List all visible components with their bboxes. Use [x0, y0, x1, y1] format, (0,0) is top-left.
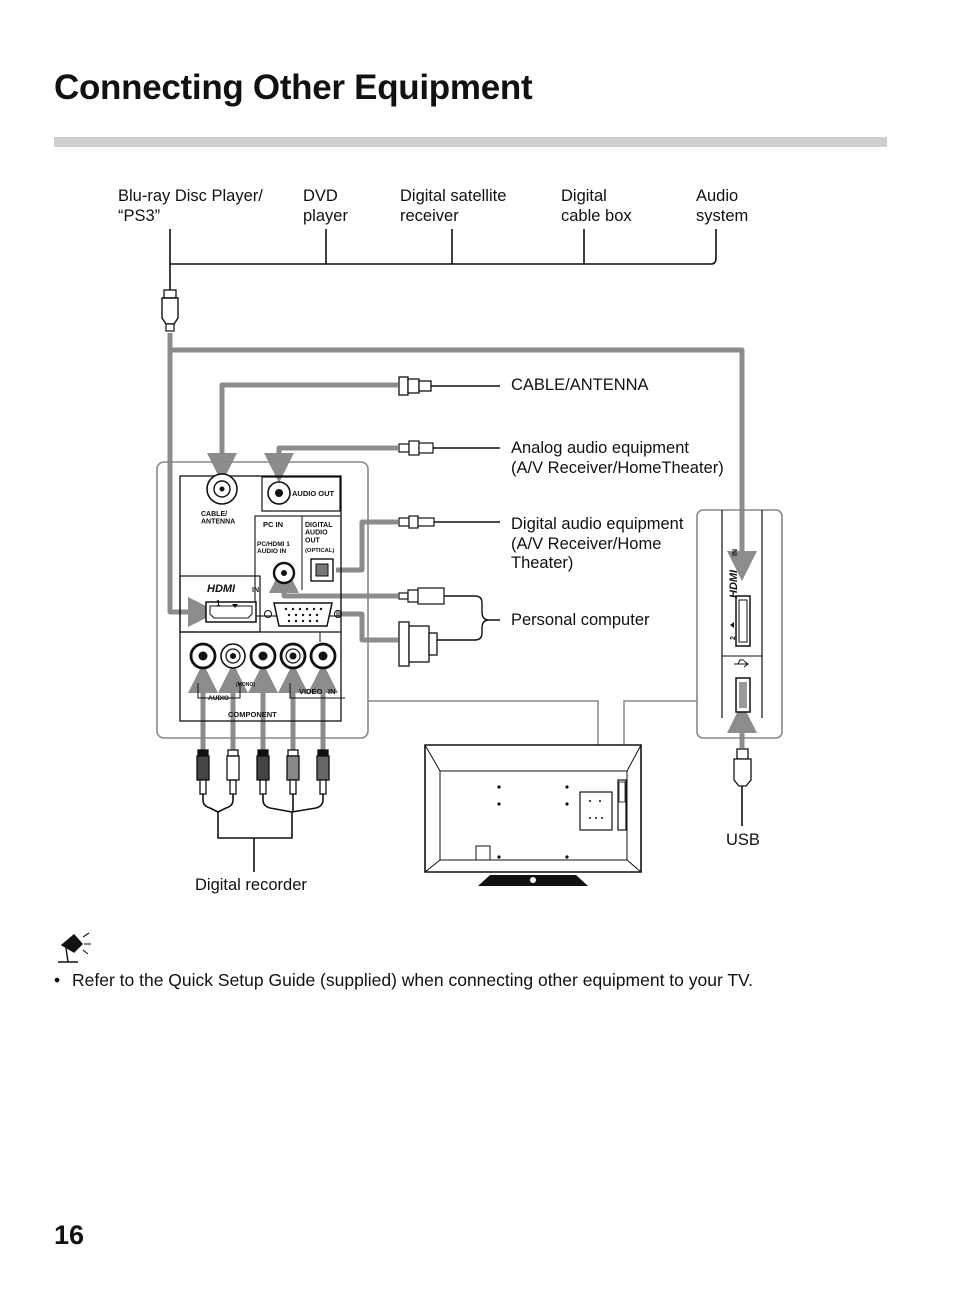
label-dvd-player: DVD player	[303, 187, 348, 225]
panel-label-mono: (MONO)	[236, 682, 255, 688]
label-digital-cable-box: Digital cable box	[561, 187, 632, 225]
tv-side-panel	[696, 509, 783, 739]
panel-label-cable-antenna: CABLE/ANTENNA	[201, 511, 235, 526]
label-digital-satellite-receiver: Digital satellite receiver	[400, 187, 507, 225]
label-usb: USB	[726, 831, 760, 849]
page-number: 16	[54, 1220, 85, 1250]
rca-plug-2-icon	[226, 749, 240, 795]
panel-label-audio-out: AUDIO OUT	[292, 489, 335, 498]
side-hdmi-in: IN	[732, 549, 739, 556]
label-bluray-ps3: Blu-ray Disc Player/ “PS3”	[118, 187, 263, 225]
side-hdmi-2: 2	[730, 636, 737, 640]
hdmi-plug-top-icon	[161, 264, 179, 332]
rca-plug-5-icon	[316, 749, 330, 795]
note-text: Refer to the Quick Setup Guide (supplied…	[72, 970, 753, 990]
label-audio-system: Audio system	[696, 187, 749, 225]
usb-plug-icon	[733, 748, 752, 787]
hdmi-1-port	[205, 601, 257, 623]
hdmi-logo: HDMI	[207, 583, 236, 595]
page-title: Connecting Other Equipment	[54, 68, 533, 107]
hdmi-2-port	[735, 595, 751, 647]
side-hdmi-logo: HDMI	[728, 569, 740, 598]
panel-label-component: COMPONENT	[228, 710, 277, 719]
rca-plug-analog-icon	[398, 440, 434, 456]
component-jacks	[189, 642, 337, 670]
panel-label-audio: AUDIO	[208, 695, 229, 702]
panel-label-video-in: IN	[328, 687, 336, 696]
optical-plug-icon	[398, 515, 435, 529]
label-analog-audio-equipment: Analog audio equipment (A/V Receiver/Hom…	[511, 439, 724, 477]
bullet-glyph: •	[54, 970, 61, 990]
gray-cables	[167, 333, 757, 750]
rca-plug-4-icon	[286, 749, 300, 795]
label-cable-antenna: CABLE/ANTENNA	[511, 376, 649, 394]
hint-lamp-icon	[58, 932, 91, 963]
label-personal-computer: Personal computer	[511, 611, 650, 629]
panel-label-hdmi-1: 1	[216, 599, 221, 608]
usb-symbol-icon	[734, 659, 749, 668]
panel-label-video: VIDEO	[299, 687, 323, 696]
pc-audio-plug-icon	[398, 587, 445, 605]
device-bracket	[169, 229, 717, 265]
label-digital-recorder: Digital recorder	[195, 876, 307, 894]
note-bullet: • Refer to the Quick Setup Guide (supplie…	[54, 970, 753, 991]
label-digital-audio-equipment: Digital audio equipment (A/V Receiver/Ho…	[511, 515, 684, 572]
tv-rear-panel	[156, 461, 369, 739]
coax-connector-icon	[398, 376, 432, 396]
rca-bundle-lines	[202, 794, 324, 872]
panel-label-hdmi-in: IN	[252, 587, 259, 594]
title-divider	[54, 137, 887, 147]
panel-label-pc-in: PC IN	[263, 520, 283, 529]
rca-plugs-bottom	[196, 749, 330, 795]
panel-label-optical: (OPTICAL)	[305, 548, 334, 554]
rca-plug-1-icon	[196, 749, 210, 795]
vga-plug-icon	[398, 621, 438, 667]
tv-back-illustration	[424, 744, 642, 886]
rca-plug-3-icon	[256, 749, 270, 795]
